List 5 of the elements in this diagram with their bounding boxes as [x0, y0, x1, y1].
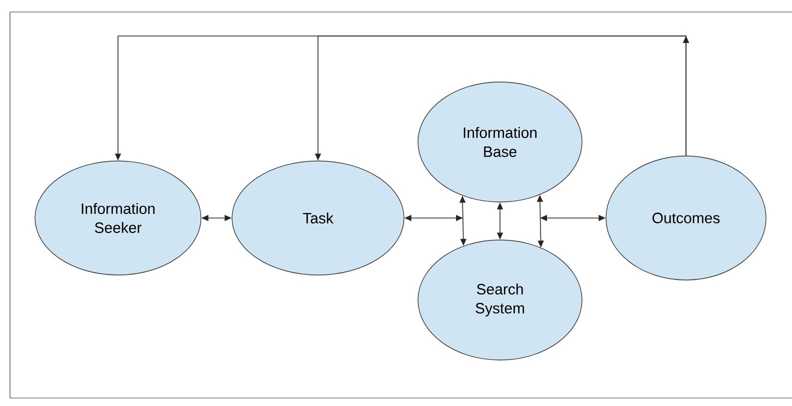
ellipse-node: Information Seeker: [34, 160, 202, 276]
ellipse-node: Information Base: [418, 82, 582, 202]
ellipse-node: Search System: [418, 240, 582, 360]
ellipse-node: Task: [232, 160, 404, 276]
ellipse-node: Outcomes: [606, 156, 766, 280]
